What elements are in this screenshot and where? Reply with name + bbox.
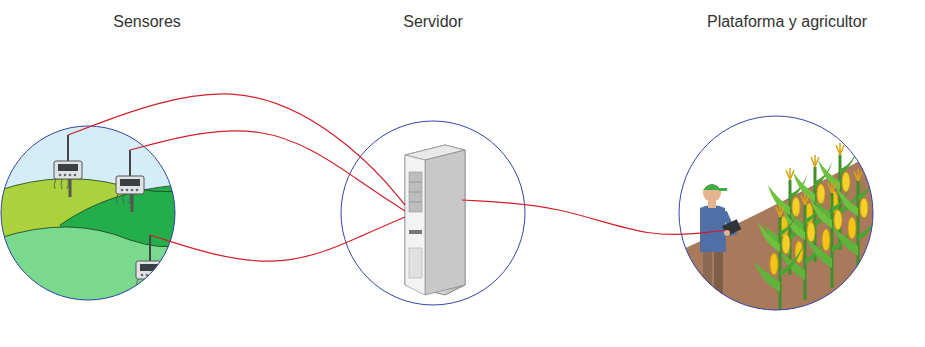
data-link [68, 94, 405, 205]
circle-node: Plataforma y agricultor [679, 116, 873, 310]
circle-outline [341, 121, 525, 305]
landscape [0, 120, 180, 310]
circle-node: Servidor [341, 121, 525, 305]
farmer [700, 184, 741, 308]
data-link [130, 131, 405, 211]
server-tower [405, 145, 465, 295]
field [670, 143, 882, 320]
data-link [150, 217, 405, 261]
data-link [462, 200, 726, 235]
section-heading: Plataforma y agricultor [707, 12, 867, 32]
section-heading: Sensores [113, 12, 181, 32]
circle-outline [1, 126, 175, 300]
section-heading: Servidor [403, 12, 463, 32]
circle-outline [679, 116, 873, 310]
circle-node: Sensores [1, 126, 175, 300]
